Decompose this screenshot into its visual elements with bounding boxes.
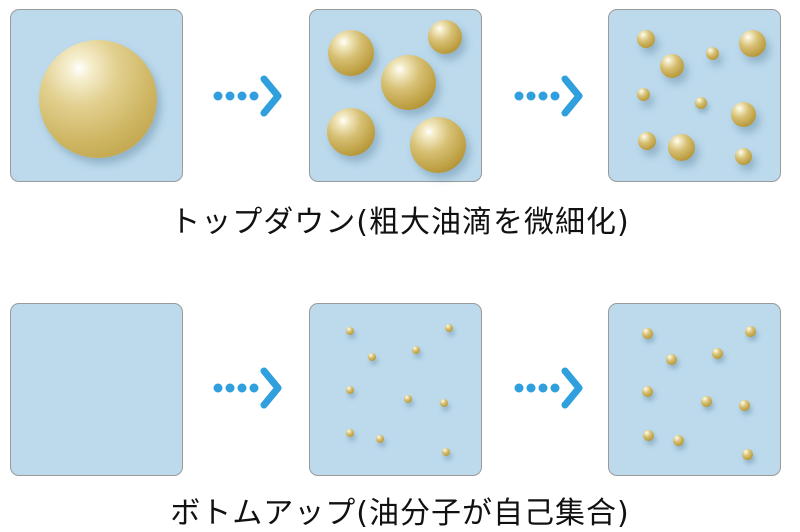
oil-droplet-icon bbox=[404, 395, 412, 403]
oil-droplet-icon bbox=[712, 348, 723, 359]
oil-droplet-icon bbox=[638, 132, 656, 150]
oil-droplet-icon bbox=[368, 353, 376, 361]
oil-droplet-icon bbox=[346, 429, 354, 437]
top-stage-3-box bbox=[608, 9, 781, 182]
oil-droplet-icon bbox=[637, 30, 655, 48]
top-stage-2-box bbox=[309, 9, 482, 182]
oil-droplet-icon bbox=[327, 108, 375, 156]
oil-droplet-icon bbox=[442, 448, 450, 456]
oil-droplet-icon bbox=[735, 148, 752, 165]
oil-droplet-icon bbox=[412, 346, 420, 354]
oil-droplet-icon bbox=[428, 20, 462, 54]
oil-droplet-icon bbox=[673, 435, 684, 446]
oil-droplet-icon bbox=[739, 400, 750, 411]
oil-droplet-icon bbox=[666, 354, 677, 365]
dotted-arrow-right-icon bbox=[514, 75, 583, 117]
oil-droplet-icon bbox=[701, 396, 712, 407]
dotted-arrow-right-icon bbox=[213, 75, 282, 117]
bottom-up-caption: ボトムアップ(油分子が自己集合) bbox=[170, 496, 630, 531]
oil-droplet-icon bbox=[731, 102, 756, 127]
oil-droplet-icon bbox=[346, 327, 354, 335]
oil-droplet-icon bbox=[39, 40, 157, 158]
oil-droplet-icon bbox=[643, 430, 654, 441]
oil-droplet-icon bbox=[695, 97, 707, 109]
oil-droplet-icon bbox=[410, 117, 466, 173]
bottom-stage-2-box bbox=[309, 303, 482, 476]
oil-droplet-icon bbox=[346, 386, 354, 394]
oil-droplet-icon bbox=[381, 55, 436, 110]
top-down-caption: トップダウン(粗大油滴を微細化) bbox=[170, 205, 630, 240]
oil-droplet-icon bbox=[742, 449, 753, 460]
oil-droplet-icon bbox=[642, 386, 653, 397]
dotted-arrow-right-icon bbox=[514, 367, 583, 409]
oil-droplet-icon bbox=[668, 134, 695, 161]
oil-droplet-icon bbox=[706, 47, 719, 60]
oil-droplet-icon bbox=[440, 399, 448, 407]
dotted-arrow-right-icon bbox=[213, 367, 282, 409]
bottom-stage-1-box bbox=[10, 303, 183, 476]
oil-droplet-icon bbox=[745, 326, 756, 337]
oil-droplet-icon bbox=[445, 324, 453, 332]
top-stage-1-box bbox=[10, 9, 183, 182]
oil-droplet-icon bbox=[328, 30, 374, 76]
oil-droplet-icon bbox=[739, 30, 766, 57]
bottom-stage-3-box bbox=[608, 303, 781, 476]
oil-droplet-icon bbox=[637, 88, 650, 101]
oil-droplet-icon bbox=[376, 435, 384, 443]
oil-droplet-icon bbox=[642, 328, 653, 339]
oil-droplet-icon bbox=[660, 54, 684, 78]
